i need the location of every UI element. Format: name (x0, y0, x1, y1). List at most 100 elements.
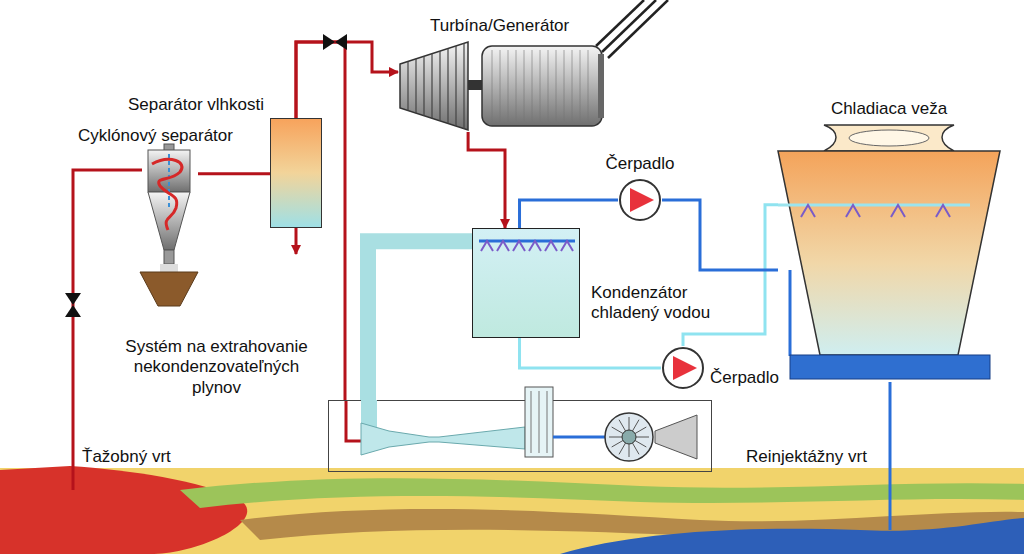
drain-pipe (295, 228, 298, 254)
pipe-connector (520, 200, 618, 228)
drawing-part (548, 50, 549, 122)
drawing-part (846, 205, 860, 217)
well-label: Reinjektážny vrt (746, 447, 867, 467)
drawing-part (148, 192, 190, 250)
drawing-part (346, 401, 363, 441)
drawing-part (455, 46, 456, 126)
drawing-part (361, 423, 525, 455)
node-label: Turbína/Generátor (430, 16, 569, 36)
node-label: Systém na extrahovanie nekondenzovateľný… (114, 337, 319, 398)
drawing-part (588, 50, 589, 122)
drawing-part (663, 348, 703, 388)
drawing-part (801, 205, 815, 217)
cooling-tower: Chladiaca veža (778, 125, 1000, 382)
drawing-part (529, 241, 541, 251)
drawing-part (539, 391, 540, 453)
drawing-part (524, 50, 525, 122)
drawing-part (532, 50, 533, 122)
drawing-part (481, 241, 493, 251)
node-label: Kondenzátor chladený vodou (591, 283, 741, 324)
drawing-part (482, 46, 602, 126)
pipe-connector (662, 200, 778, 270)
power-wire (602, 0, 656, 52)
drawing-part (500, 50, 501, 122)
drawing-part (622, 430, 636, 444)
condenser-outline (473, 229, 581, 339)
drawing-part (439, 51, 440, 121)
pump: Čerpadlo (661, 346, 705, 390)
drawing-part (561, 241, 573, 251)
drawing-part (164, 250, 174, 264)
valve-symbol (65, 305, 81, 317)
drawing-part (620, 180, 660, 220)
pipe-connector (368, 241, 472, 400)
drawing-part (598, 54, 604, 118)
drawing-part (790, 355, 990, 379)
drawing-part (525, 387, 553, 457)
drawing-part (140, 272, 198, 306)
node-label: Separátor vlhkosti (128, 95, 264, 115)
valve-symbol (335, 34, 347, 50)
node-label: Čerpadlo (590, 154, 690, 174)
drawing-part (824, 125, 954, 151)
cyclone-separator: Cyklónový separátor (140, 150, 198, 308)
cooling-tower-outline (778, 125, 1000, 382)
drawing-part (564, 50, 565, 122)
drawing-part (508, 50, 509, 122)
rock-layer (180, 478, 1024, 508)
drawing-part (431, 54, 432, 119)
pipe-connector (296, 42, 398, 118)
valve-symbol (65, 293, 81, 305)
power-wire (596, 0, 644, 46)
drawing-part (531, 391, 532, 453)
turbine-generator-outline (398, 40, 606, 132)
pump-outline (661, 346, 705, 390)
drawing-part (655, 415, 697, 459)
well-label: Ťažobný vrt (82, 447, 171, 467)
node-label: Cyklónový separátor (78, 126, 233, 146)
drawing-part (630, 188, 654, 212)
drawing-part (936, 205, 950, 217)
drawing-part (160, 264, 178, 272)
drawing-part (513, 241, 525, 251)
drawing-part (497, 241, 509, 251)
power-wire (608, 0, 668, 58)
drawing-part (540, 50, 541, 122)
drawing-part (605, 413, 653, 461)
gas-extraction-system-outline (329, 401, 713, 473)
condenser: Kondenzátor chladený vodou (472, 228, 580, 338)
pump: Čerpadlo (618, 178, 662, 222)
drawing-part (849, 130, 929, 146)
drawing-part (415, 59, 416, 113)
drawing-part (556, 50, 557, 122)
drawing-part (152, 159, 182, 230)
pipe-connector (520, 338, 661, 368)
drawing-part (168, 154, 170, 210)
drawing-part (423, 56, 424, 116)
drawing-part (479, 240, 575, 243)
pump-outline (618, 178, 662, 222)
drawing-part (789, 270, 792, 356)
gas-extraction-system: Systém na extrahovanie nekondenzovateľný… (328, 400, 712, 472)
drawing-part (553, 436, 607, 439)
reinjection-pipe (889, 382, 892, 530)
drawing-part (673, 356, 697, 380)
drawing-part (463, 43, 464, 128)
moisture-separator: Separátor vlhkosti (270, 118, 322, 228)
pipe-connector (198, 172, 270, 175)
valve-symbol (323, 34, 335, 50)
drawing-part (580, 50, 581, 122)
production-pipe (73, 170, 142, 490)
drawing-part (400, 42, 468, 130)
drawing-part (572, 50, 573, 122)
node-label: Čerpadlo (710, 368, 779, 388)
drawing-part (778, 151, 1000, 355)
drawing-part (516, 50, 517, 122)
hot-rock (0, 466, 247, 554)
node-label: Chladiaca veža (778, 99, 1000, 119)
cyclone-separator-outline (140, 150, 198, 308)
aquifer (560, 518, 1024, 554)
pipe-connector (683, 205, 778, 346)
drawing-part (407, 61, 408, 110)
